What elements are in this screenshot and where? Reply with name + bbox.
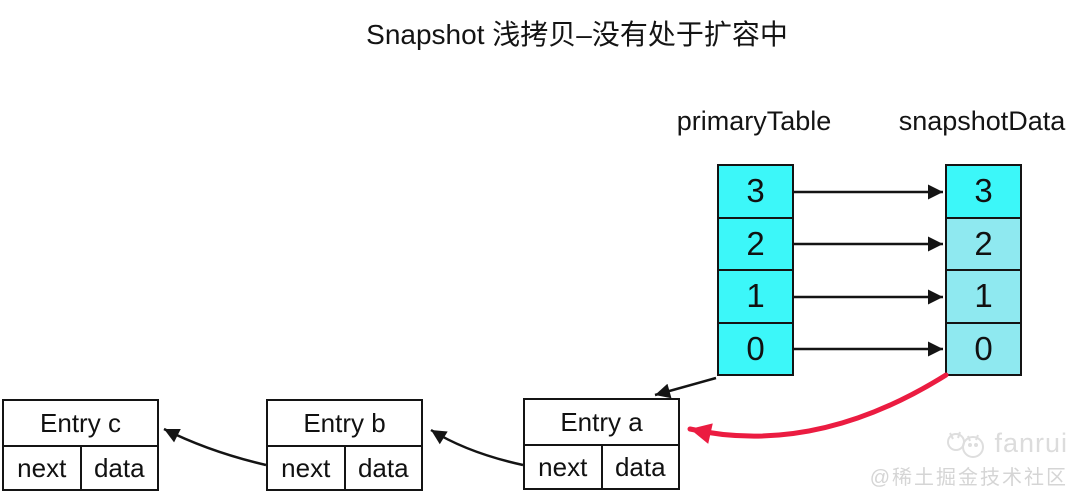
- entry-b-data-field: data: [343, 447, 422, 489]
- primary-table-label: primaryTable: [676, 106, 832, 136]
- watermark-name: fanrui: [994, 428, 1068, 458]
- watermark-community: @稀土掘金技术社区: [869, 467, 1068, 489]
- entry-c-data-field: data: [79, 447, 158, 489]
- arrow-entry-b-to-entry-c: [163, 427, 267, 467]
- entry-a-title: Entry a: [525, 400, 678, 446]
- entry-a-box: Entry a next data: [523, 398, 680, 490]
- red-arrow-snapshot0-to-entry-a: [687, 372, 949, 444]
- watermark: fanrui @稀土掘金技术社区: [870, 427, 1068, 490]
- snapshot-data-array: 3 2 1 0: [945, 164, 1022, 376]
- arrow-primary0-to-entry-a: [654, 376, 717, 399]
- fanrui-cat-logo-icon: [947, 431, 985, 458]
- snapshot-cell-0: 0: [947, 323, 1020, 374]
- entry-a-data-field: data: [600, 446, 679, 488]
- snapshot-data-label: snapshotData: [898, 106, 1066, 136]
- entry-b-next-field: next: [281, 453, 331, 483]
- entry-b-fields: next data: [268, 447, 421, 489]
- watermark-top-row: fanrui: [870, 427, 1068, 459]
- entry-c-title: Entry c: [4, 401, 157, 447]
- entry-a-next-field: next: [538, 452, 588, 482]
- snapshot-cell-3: 3: [947, 166, 1020, 219]
- entry-c-next-field: next: [17, 453, 67, 483]
- entry-c-fields: next data: [4, 447, 157, 489]
- primary-cell-2: 2: [719, 218, 792, 271]
- arrow-entry-a-to-entry-b: [430, 428, 524, 467]
- primary-table-array: 3 2 1 0: [717, 164, 794, 376]
- snapshot-cell-1: 1: [947, 271, 1020, 324]
- primary-cell-1: 1: [719, 271, 792, 324]
- entry-b-title: Entry b: [268, 401, 421, 447]
- entry-b-box: Entry b next data: [266, 399, 423, 491]
- entry-c-box: Entry c next data: [2, 399, 159, 491]
- primary-cell-3: 3: [719, 166, 792, 219]
- diagram-title: Snapshot 浅拷贝–没有处于扩容中: [366, 19, 788, 50]
- primary-cell-0: 0: [719, 323, 792, 374]
- entry-a-fields: next data: [525, 446, 678, 488]
- snapshot-cell-2: 2: [947, 218, 1020, 271]
